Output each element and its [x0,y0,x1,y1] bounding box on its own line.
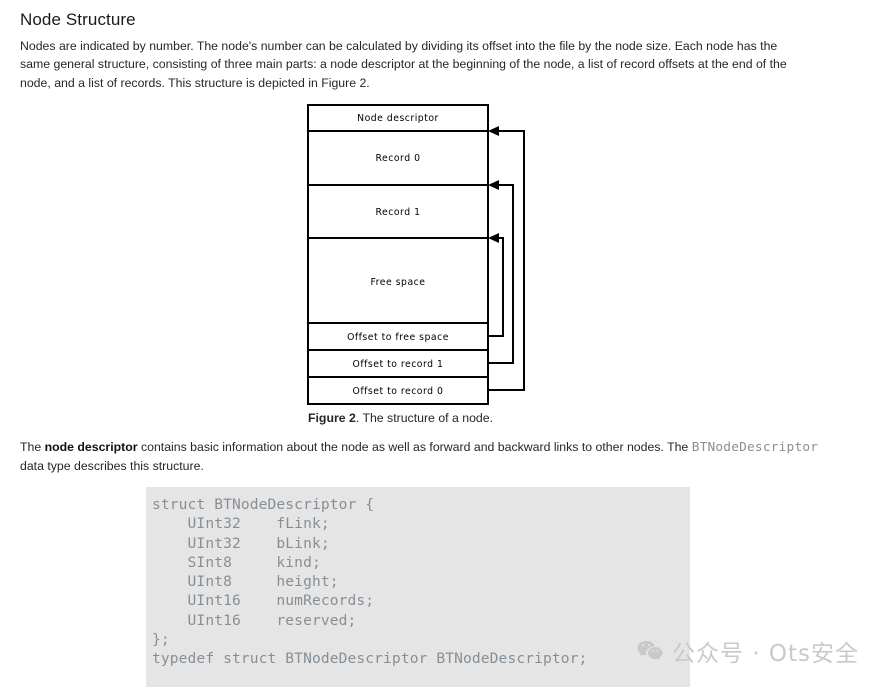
arrowhead-group [488,126,499,243]
descriptor-bold-term: node descriptor [44,440,138,454]
watermark-text: 公众号 · Ots安全 [672,641,860,667]
code-block: struct BTNodeDescriptor { UInt32 fLink; … [146,487,690,687]
page-title: Node Structure [20,10,136,29]
figure-caption-label: Figure 2 [308,411,356,425]
descriptor-text-tail: data type describes this structure. [20,459,204,474]
descriptor-paragraph: The node descriptor contains basic infor… [20,438,820,476]
diagram-row-label-free-space: Free space [371,277,426,288]
diagram-row-label-record-1: Record 1 [376,207,421,218]
diagram-row-label-offset-to-free-space: Offset to free space [347,332,449,343]
node-structure-diagram: Node descriptor Record 0 Record 1 Free s… [300,98,540,413]
code-block-content: struct BTNodeDescriptor { UInt32 fLink; … [152,496,588,668]
descriptor-text-after: contains basic information about the nod… [137,440,692,454]
watermark: 公众号 · Ots安全 [637,634,859,668]
descriptor-text-before: The [20,440,45,454]
intro-paragraph: Nodes are indicated by number. The node'… [20,39,787,90]
diagram-row-label-record-0: Record 0 [376,153,421,164]
inline-code-btnodedescriptor: BTNodeDescriptor [691,440,819,455]
figure-caption: Figure 2. The structure of a node. [308,411,493,425]
figure-caption-text: . The structure of a node. [355,411,494,425]
diagram-row-label-node-descriptor: Node descriptor [357,113,439,124]
diagram-row-label-offset-to-record-1: Offset to record 1 [353,359,444,370]
diagram-row-label-offset-to-record-0: Offset to record 0 [353,386,444,397]
wechat-icon [637,640,663,662]
